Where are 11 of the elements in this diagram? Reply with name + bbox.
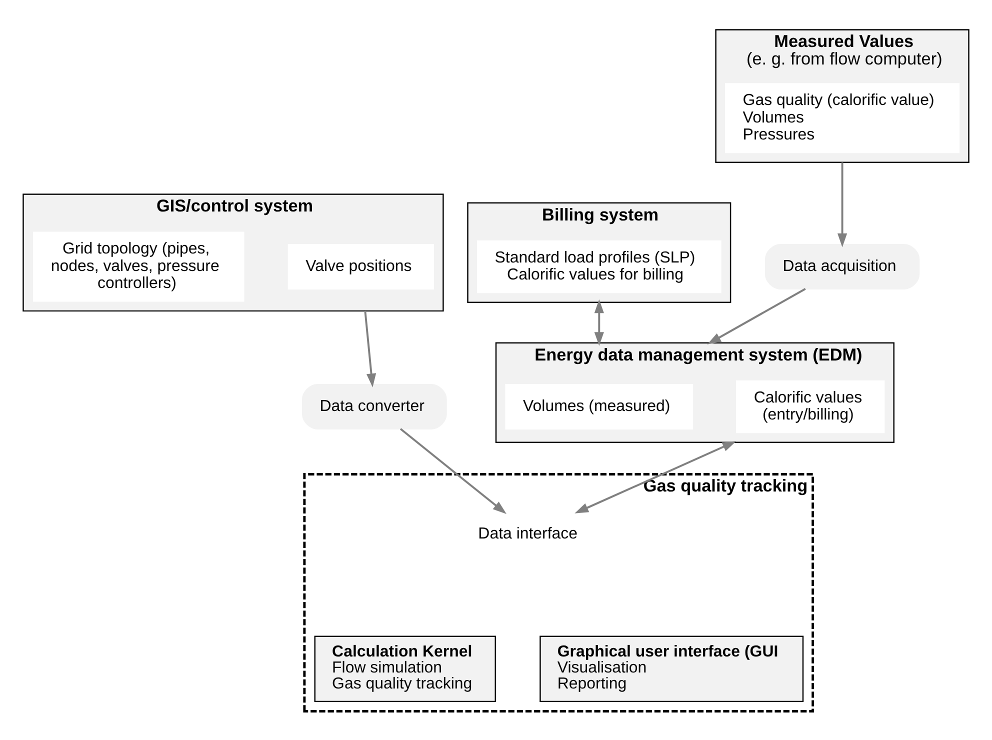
node-box: Data acquisition [764, 244, 920, 289]
arrow [574, 440, 736, 513]
arrow [837, 162, 848, 247]
node-box: Calculation Kernel Flow simulation Gas quality tracking [314, 635, 496, 702]
node-text: Data interface [478, 525, 578, 542]
arrow [707, 288, 806, 344]
arrow [364, 310, 376, 387]
arrow [594, 298, 604, 346]
node-box: Data converter [302, 384, 447, 429]
arrow [400, 428, 506, 514]
node-box: Graphical user interface (GUI Visualisation Reporting [540, 635, 804, 702]
